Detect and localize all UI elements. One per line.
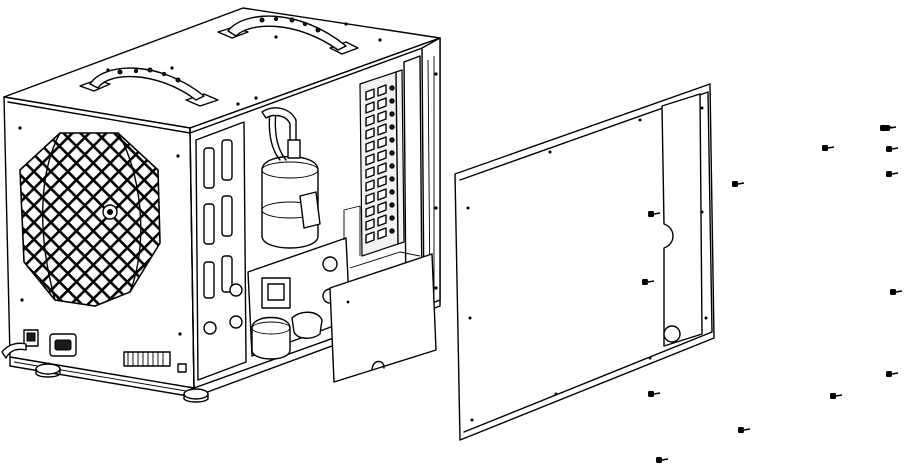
screw bbox=[884, 125, 897, 131]
screw bbox=[738, 427, 751, 433]
power-switch bbox=[23, 329, 39, 347]
heat-exchanger-coils bbox=[359, 69, 405, 257]
service-cover bbox=[329, 253, 437, 383]
compressor bbox=[261, 107, 321, 249]
handle-front bbox=[79, 67, 219, 107]
coil-bolt bbox=[389, 189, 395, 195]
coil-fitting bbox=[365, 110, 387, 127]
panel-screw-holes bbox=[466, 106, 708, 422]
top-screws bbox=[106, 22, 382, 106]
coil-bolt bbox=[389, 85, 395, 91]
coil-bolt bbox=[389, 215, 395, 221]
screw bbox=[648, 211, 661, 217]
coil-fitting bbox=[365, 162, 387, 179]
screw bbox=[642, 279, 655, 285]
coil-fitting bbox=[365, 188, 387, 205]
power-cord bbox=[1, 342, 27, 359]
fan-grille bbox=[19, 132, 161, 307]
side-panel bbox=[454, 83, 715, 441]
screw bbox=[822, 145, 835, 151]
foot-right bbox=[183, 388, 209, 400]
screw bbox=[732, 181, 745, 187]
internal-bracket bbox=[195, 121, 247, 381]
panel-cutout bbox=[661, 93, 703, 347]
terminal-block bbox=[123, 351, 171, 367]
coil-fitting bbox=[365, 201, 387, 218]
coil-bolt bbox=[389, 137, 395, 143]
ground-lug bbox=[177, 363, 187, 373]
screw bbox=[886, 171, 899, 177]
coil-fitting bbox=[365, 175, 387, 192]
coil-bolt bbox=[389, 98, 395, 104]
coil-fitting bbox=[365, 149, 387, 166]
loose-screws bbox=[642, 125, 903, 463]
screw bbox=[886, 146, 899, 152]
side-frame-rails bbox=[403, 37, 441, 307]
screw bbox=[830, 393, 843, 399]
screw bbox=[656, 457, 669, 463]
coil-fitting bbox=[365, 123, 387, 140]
foot-left bbox=[35, 363, 61, 375]
coil-bolt bbox=[389, 228, 395, 234]
coil-bolt bbox=[389, 150, 395, 156]
control-board bbox=[229, 237, 351, 360]
coil-bolt bbox=[389, 111, 395, 117]
coil-fitting bbox=[365, 97, 387, 114]
coil-bolt bbox=[389, 176, 395, 182]
handle-rear bbox=[217, 15, 359, 55]
coil-fitting bbox=[365, 136, 387, 153]
side-panel-face bbox=[454, 83, 715, 441]
coil-fitting bbox=[365, 84, 387, 101]
coil-bolt bbox=[389, 124, 395, 130]
screw bbox=[886, 371, 899, 377]
coil-bolt bbox=[389, 202, 395, 208]
coil-fitting bbox=[365, 227, 387, 244]
coil-fitting bbox=[365, 214, 387, 231]
coil-bolt bbox=[389, 163, 395, 169]
screw bbox=[890, 289, 903, 295]
screw bbox=[648, 391, 661, 397]
power-inlet bbox=[49, 333, 77, 357]
